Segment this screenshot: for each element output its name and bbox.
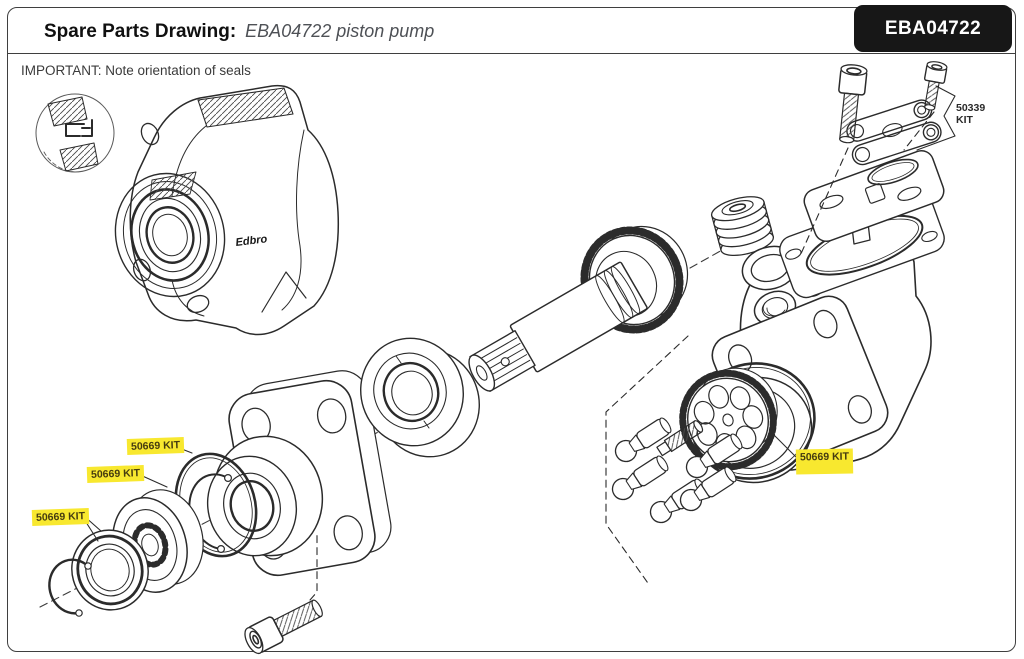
flange-hole — [132, 258, 152, 282]
important-note: IMPORTANT: Note orientation of seals — [21, 63, 251, 78]
kit-label-50669-seal: 50669 KIT — [31, 508, 90, 526]
housing-cross-section: Edbro — [114, 84, 340, 336]
piston-group-outline — [605, 335, 689, 587]
kit-label-50669-oring: 50669 KIT — [126, 437, 185, 455]
piston — [614, 417, 672, 463]
bearing — [360, 337, 480, 458]
part-number-badge: EBA04722 — [854, 5, 1012, 52]
bolt-guide-lines — [799, 111, 935, 257]
bolt-hole — [316, 398, 347, 434]
brand-logo: Edbro — [235, 233, 268, 249]
retaining-ring — [188, 473, 233, 553]
screw-guide-line — [309, 530, 318, 601]
drive-shaft — [468, 261, 648, 393]
valve-cover-plate — [803, 150, 945, 242]
kit-label-50669-pump-oring: 50669 KIT — [795, 448, 854, 475]
piston — [679, 466, 737, 512]
flange-hole — [186, 294, 210, 314]
flange-hole — [140, 122, 160, 146]
kit-label-50669-ring: 50669 KIT — [86, 465, 145, 483]
hatched-section — [197, 87, 294, 128]
threaded-plug — [710, 196, 774, 257]
piston-assembly — [611, 367, 778, 524]
cap-screw-bottom — [244, 599, 323, 655]
shaft-seal — [71, 529, 149, 611]
circlip — [48, 558, 92, 617]
bolt-short — [923, 61, 948, 111]
page-subtitle: EBA04722 piston pump — [245, 21, 435, 41]
page-title: Spare Parts Drawing: — [44, 21, 237, 42]
header-divider — [8, 53, 1015, 54]
seal-detail-callout — [35, 93, 115, 173]
piston-threaded — [656, 420, 704, 457]
bolt-hole — [813, 309, 838, 339]
bolt-hole — [333, 515, 363, 551]
header: Spare Parts Drawing: EBA04722 piston pump — [44, 21, 434, 43]
bolt-hole — [847, 395, 873, 424]
piston — [611, 455, 669, 501]
kit-label-50339: 50339 KIT — [956, 102, 986, 126]
cap-screw-long — [838, 64, 868, 144]
mounting-flange — [206, 370, 392, 577]
seal-profile — [65, 119, 93, 137]
piston — [685, 433, 743, 479]
valve-kit-bracket — [916, 85, 956, 151]
